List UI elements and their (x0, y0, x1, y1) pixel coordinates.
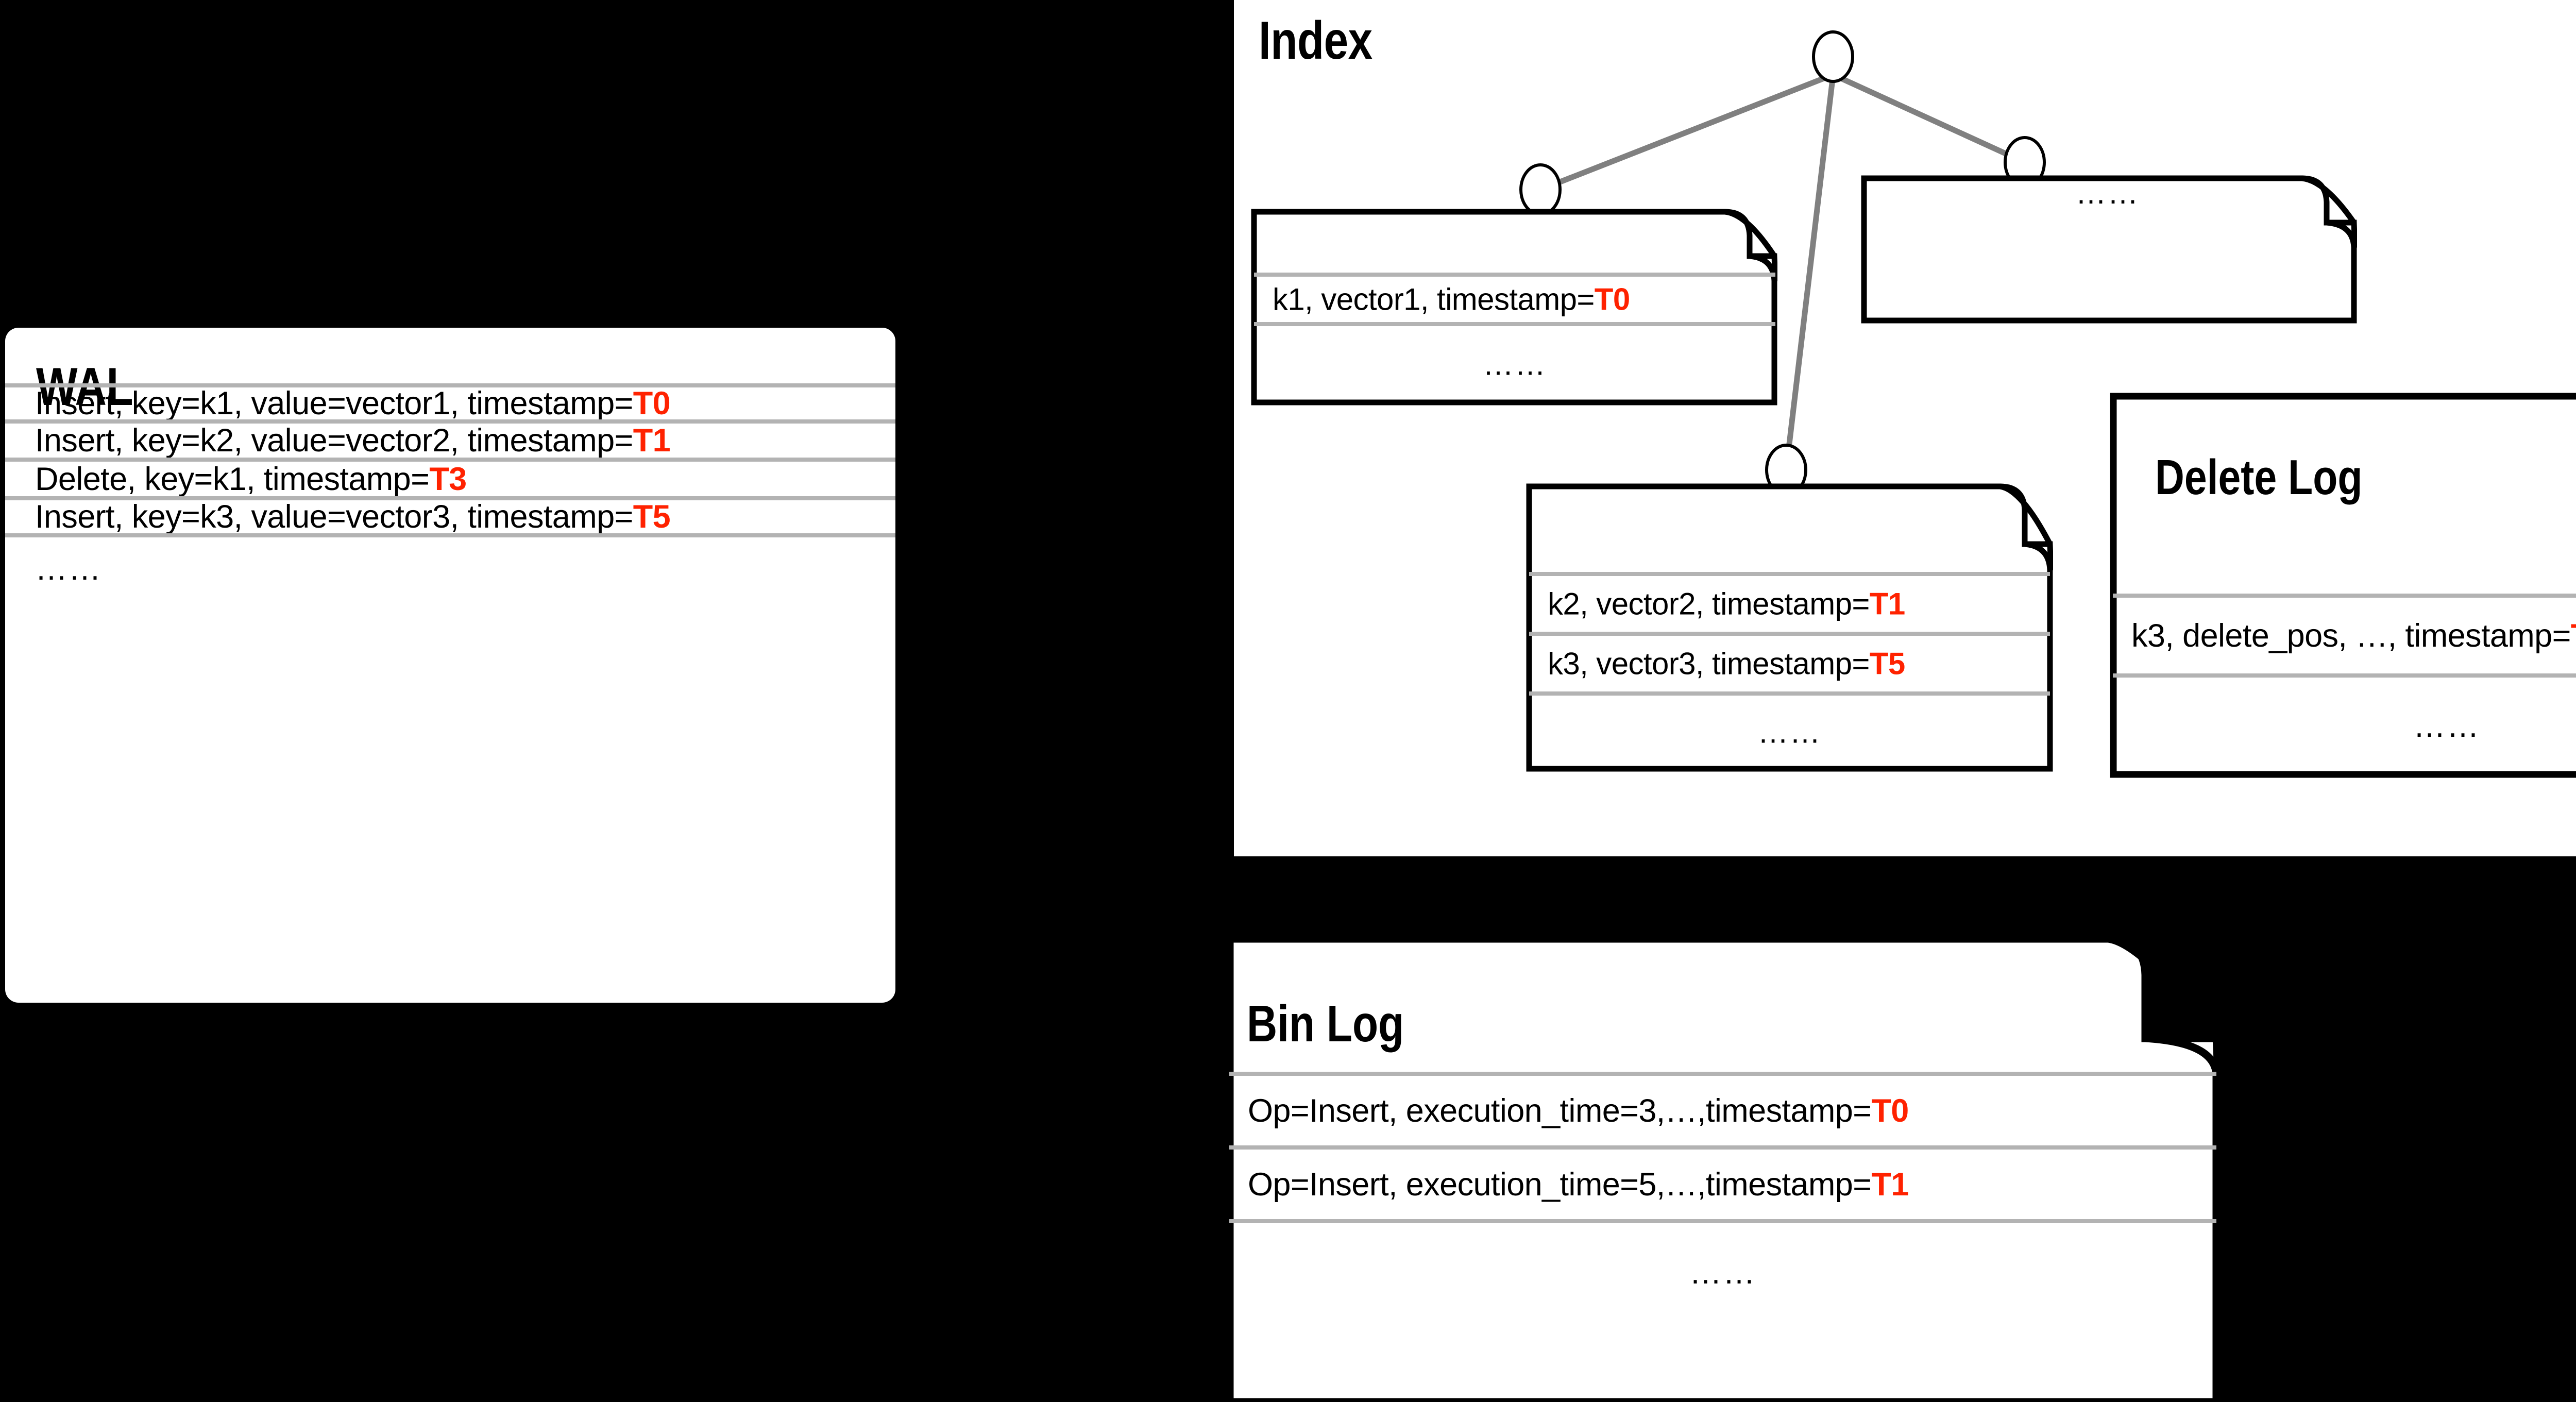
tree-edge-root-left (1539, 72, 1835, 193)
wal-row-2-timestamp: T3 (429, 461, 467, 497)
delete-log-1-label: …… (2113, 707, 2576, 745)
wal-row-2-text: Delete, key=k1, timestamp= (35, 461, 430, 497)
wal-row[interactable]: Insert, key=k3, value=vector3, timestamp… (5, 496, 895, 535)
delete-log-rows: k3, delete_pos, …, timestamp=T3 …… (2110, 393, 2576, 778)
bin-log-rows: Op=Insert, execution_time=3,…,timestamp=… (1226, 935, 2223, 1402)
index-ellipsis-text: …… (2075, 176, 2140, 210)
delete-log-panel[interactable]: Delete Log k3, delete_pos, …, timestamp=… (2110, 393, 2576, 778)
index-k1-1-text: …… (1483, 347, 1547, 382)
index-node-k1[interactable]: k1, vector1, timestamp=T0 …… (1251, 209, 1777, 406)
wal-row-1-timestamp: T1 (633, 423, 671, 459)
wal-row-0-label: Insert, key=k1, value=vector1, timestamp… (35, 385, 671, 422)
wal-row[interactable]: Delete, key=k1, timestamp=T3 (5, 458, 895, 498)
wal-row-4-text: …… (35, 551, 102, 587)
wal-row-1-label: Insert, key=k2, value=vector2, timestamp… (35, 422, 671, 459)
tree-node-child-left (1519, 163, 1562, 216)
index-ellipsis-label: …… (1861, 175, 2354, 211)
wal-row-4-label: …… (35, 550, 102, 587)
bin-log-row[interactable]: …… (1229, 1219, 2216, 1322)
document-shape-with-folded-corner (2110, 393, 2576, 778)
delete-log-row[interactable]: k3, delete_pos, …, timestamp=T3 (2113, 594, 2576, 673)
document-shape-with-folded-corner (1226, 935, 2222, 1402)
wal-row-3-text: Insert, key=k3, value=vector3, timestamp… (35, 499, 633, 535)
index-node-ellipsis-rows: …… (1861, 175, 2357, 324)
tree-node-root (1812, 30, 1854, 83)
bin-log-2-label: …… (1229, 1254, 2216, 1291)
index-k1-row[interactable]: k1, vector1, timestamp=T0 (1254, 273, 1775, 322)
wal-row-3-timestamp: T5 (633, 499, 671, 535)
index-node-k1-rows: k1, vector1, timestamp=T0 …… (1251, 209, 1777, 406)
index-k1-0-timestamp: T0 (1594, 282, 1630, 317)
bin-log-2-text: …… (1689, 1255, 1756, 1291)
index-panel: Index k1, vector1, timestamp=T0 …… …… (1234, 0, 2576, 856)
index-k1-0-text: k1, vector1, timestamp= (1273, 282, 1595, 317)
wal-row-2-label: Delete, key=k1, timestamp=T3 (35, 461, 467, 498)
index-k2k3-1-text: k3, vector3, timestamp= (1548, 646, 1870, 681)
bin-log-0-timestamp: T0 (1871, 1092, 1909, 1129)
index-node-k2-k3-rows: k2, vector2, timestamp=T1 k3, vector3, ti… (1526, 483, 2053, 772)
bin-log-0-label: Op=Insert, execution_time=3,…,timestamp=… (1248, 1092, 1909, 1129)
index-k2k3-0-text: k2, vector2, timestamp= (1548, 586, 1870, 621)
bin-log-panel[interactable]: Bin Log Op=Insert, execution_time=3,…,ti… (1226, 935, 2223, 1402)
delete-log-title: Delete Log (2155, 450, 2363, 505)
bin-log-0-text: Op=Insert, execution_time=3,…,timestamp= (1248, 1092, 1872, 1129)
wal-row-0-text: Insert, key=k1, value=vector1, timestamp… (35, 385, 633, 421)
bin-log-title: Bin Log (1247, 995, 1404, 1053)
wal-row-0-timestamp: T0 (633, 385, 671, 421)
index-k2k3-row[interactable]: k3, vector3, timestamp=T5 (1529, 632, 2050, 691)
index-k1-row[interactable]: …… (1254, 322, 1775, 402)
wal-row[interactable]: …… (5, 533, 895, 600)
delete-log-0-text: k3, delete_pos, …, timestamp= (2131, 617, 2571, 654)
wal-row-3-label: Insert, key=k3, value=vector3, timestamp… (35, 498, 671, 535)
index-k2k3-0-label: k2, vector2, timestamp=T1 (1548, 586, 1905, 622)
index-k1-1-label: …… (1254, 347, 1775, 382)
document-shape-with-folded-corner (1251, 209, 1777, 406)
tree-edge-root-mid (1783, 74, 1836, 470)
index-k2k3-0-timestamp: T1 (1869, 586, 1905, 621)
delete-log-0-timestamp: T3 (2571, 618, 2576, 654)
index-k2k3-1-timestamp: T5 (1869, 646, 1905, 681)
index-k2k3-row[interactable]: …… (1529, 691, 2050, 769)
bin-log-1-timestamp: T1 (1871, 1166, 1909, 1203)
bin-log-row[interactable]: Op=Insert, execution_time=5,…,timestamp=… (1229, 1145, 2216, 1219)
index-k1-0-label: k1, vector1, timestamp=T0 (1273, 282, 1630, 317)
index-ellipsis-row[interactable]: …… (1861, 175, 2354, 320)
index-k2k3-2-label: …… (1529, 715, 2050, 750)
wal-row[interactable]: Insert, key=k2, value=vector2, timestamp… (5, 419, 895, 459)
index-k2k3-row[interactable]: k2, vector2, timestamp=T1 (1529, 572, 2050, 632)
bin-log-1-label: Op=Insert, execution_time=5,…,timestamp=… (1248, 1166, 1909, 1203)
document-shape-with-folded-corner (1526, 483, 2053, 772)
index-title: Index (1259, 11, 1372, 71)
index-k2k3-2-text: …… (1757, 715, 1822, 750)
document-shape-with-folded-corner (1861, 175, 2357, 324)
bin-log-1-text: Op=Insert, execution_time=5,…,timestamp= (1248, 1166, 1872, 1203)
bin-log-row[interactable]: Op=Insert, execution_time=3,…,timestamp=… (1229, 1072, 2216, 1145)
wal-panel: WAL Insert, key=k1, value=vector1, times… (5, 328, 895, 1003)
index-node-ellipsis[interactable]: …… (1861, 175, 2357, 324)
wal-row-1-text: Insert, key=k2, value=vector2, timestamp… (35, 423, 633, 459)
index-node-k2-k3[interactable]: k2, vector2, timestamp=T1 k3, vector3, ti… (1526, 483, 2053, 772)
tree-edge-root-right (1832, 72, 2026, 165)
delete-log-0-label: k3, delete_pos, …, timestamp=T3 (2131, 617, 2576, 654)
delete-log-1-text: …… (2413, 708, 2480, 744)
index-k2k3-1-label: k3, vector3, timestamp=T5 (1548, 646, 1905, 682)
delete-log-row[interactable]: …… (2113, 673, 2576, 774)
wal-row[interactable]: Insert, key=k1, value=vector1, timestamp… (5, 383, 895, 422)
